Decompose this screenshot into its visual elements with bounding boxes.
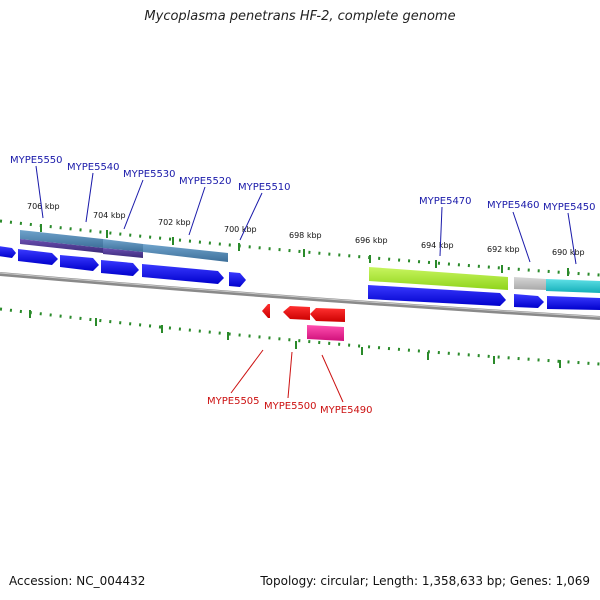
cds-arrow — [547, 296, 600, 310]
gene-label-mype5470[interactable]: MYPE5470 — [419, 196, 472, 207]
forward-feature-track — [20, 230, 600, 293]
cds-arrow — [310, 308, 345, 322]
cds-arrow — [60, 255, 99, 271]
outer-major-ticks — [40, 224, 569, 276]
map-title: Mycoplasma penetrans HF-2, complete geno… — [144, 9, 456, 24]
tick-label: 690 kbp — [552, 248, 585, 257]
scale-tick-labels: 706 kbp 704 kbp 702 kbp 700 kbp 698 kbp … — [27, 202, 585, 257]
forward-cds-track — [0, 246, 600, 310]
tick-label: 700 kbp — [224, 225, 257, 234]
tick-label: 706 kbp — [27, 202, 60, 211]
cds-arrow — [514, 294, 544, 308]
tick-label: 698 kbp — [289, 231, 322, 240]
cds-arrow — [0, 246, 16, 258]
gene-label-mype5520[interactable]: MYPE5520 — [179, 176, 232, 187]
gene-label-mype5540[interactable]: MYPE5540 — [67, 162, 120, 173]
genome-stats-text: Topology: circular; Length: 1,358,633 bp… — [260, 574, 590, 588]
gene-label-mype5505[interactable]: MYPE5505 — [207, 396, 260, 407]
cds-arrow — [142, 264, 224, 284]
cds-arrow — [283, 306, 310, 320]
inner-major-ticks — [29, 310, 561, 368]
reverse-gene-labels — [230, 349, 344, 403]
gene-label-mype5490[interactable]: MYPE5490 — [320, 405, 373, 416]
cds-arrow — [18, 249, 58, 265]
inner-tick-ring — [0, 307, 600, 366]
cds-arrow — [101, 260, 139, 276]
gene-label-mype5550[interactable]: MYPE5550 — [10, 155, 63, 166]
cds-feature — [307, 325, 344, 341]
gene-label-mype5510[interactable]: MYPE5510 — [238, 182, 291, 193]
tick-label: 696 kbp — [355, 236, 388, 245]
cds-arrow — [229, 272, 246, 287]
tick-label: 704 kbp — [93, 211, 126, 220]
gene-label-mype5530[interactable]: MYPE5530 — [123, 169, 176, 180]
tick-label: 694 kbp — [421, 241, 454, 250]
accession-text: Accession: NC_004432 — [9, 574, 146, 588]
gene-label-mype5450[interactable]: MYPE5450 — [543, 202, 596, 213]
genome-backbone — [0, 272, 600, 320]
cds-arrow — [262, 304, 270, 318]
outer-tick-ring — [0, 219, 600, 277]
reverse-cds-track — [262, 304, 345, 341]
tick-label: 692 kbp — [487, 245, 520, 254]
gene-label-mype5500[interactable]: MYPE5500 — [264, 401, 317, 412]
forward-gene-labels — [35, 165, 577, 265]
gene-label-mype5460[interactable]: MYPE5460 — [487, 200, 540, 211]
tick-label: 702 kbp — [158, 218, 191, 227]
cds-arrow — [368, 285, 506, 306]
